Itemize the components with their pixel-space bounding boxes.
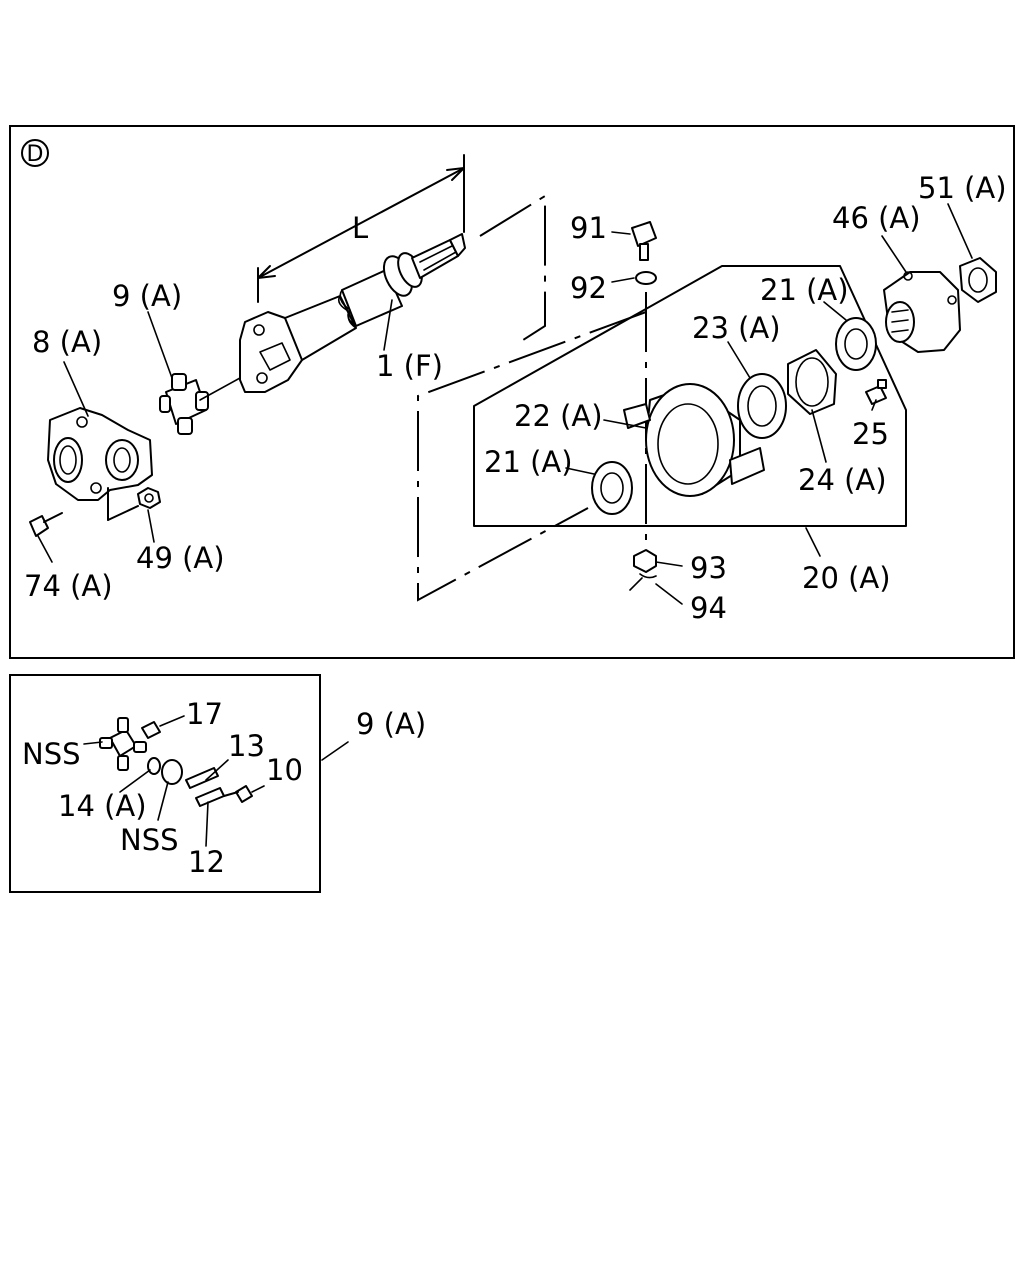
callout-22a: 22 (A): [514, 399, 603, 433]
flange-nut-51: [959, 257, 997, 303]
detail-panel-title: 9 (A): [356, 707, 426, 741]
callout-23a: 23 (A): [692, 311, 781, 345]
detail-callout-12: 12: [188, 845, 225, 879]
detail-callout-17: 17: [186, 697, 223, 731]
plate-12: [195, 787, 225, 807]
detail-callout-14a: 14 (A): [58, 789, 147, 823]
shaft-reference-bracket: [479, 194, 546, 343]
support-frame-outline: [417, 311, 647, 602]
bearing-23: [737, 373, 787, 439]
washer-92: [635, 271, 657, 285]
leader-lines: [37, 203, 973, 605]
dimension-l: L: [257, 154, 465, 303]
callout-46a: 46 (A): [832, 201, 921, 235]
callout-74a: 74 (A): [24, 569, 113, 603]
propeller-shaft: [239, 233, 466, 393]
bolt-10: [223, 785, 253, 803]
callout-20a: 20 (A): [802, 561, 891, 595]
nut-93: [633, 549, 657, 573]
callout-51a: 51 (A): [918, 171, 1007, 205]
bearing-21-top: [835, 317, 877, 371]
callout-93: 93: [690, 551, 727, 585]
bearing-21-left: [591, 461, 633, 515]
spider-assembly: [99, 717, 147, 771]
detail-callout-nss-1: NSS: [22, 737, 81, 771]
bolt-74: [29, 512, 63, 537]
bolt-91: [631, 221, 657, 261]
detail-callout-10: 10: [266, 753, 303, 787]
bearing-bracket: [623, 383, 765, 497]
flange-yoke: [47, 407, 153, 521]
callout-21a-top: 21 (A): [760, 273, 849, 307]
callout-25: 25: [852, 417, 889, 451]
cushion-24: [787, 349, 837, 415]
plate-13: [185, 767, 219, 789]
main-panel-frame: [9, 125, 1015, 659]
section-marker-letter: D: [27, 142, 44, 167]
callout-92: 92: [570, 271, 607, 305]
grease-fitting-17: [141, 721, 161, 739]
bearing-cup: [161, 759, 183, 785]
main-panel: D L: [9, 125, 1015, 659]
callout-1f: 1 (F): [376, 349, 443, 383]
detail-panel-frame: [9, 674, 321, 893]
detail-leader-lines: [83, 715, 349, 847]
companion-flange-46: [883, 271, 961, 353]
callout-94: 94: [690, 591, 727, 625]
grease-nipple-25: [865, 379, 887, 405]
center-bearing-group-outline: [473, 265, 907, 527]
detail-callout-13: 13: [228, 729, 265, 763]
callout-9a: 9 (A): [112, 279, 182, 313]
callout-49a: 49 (A): [136, 541, 225, 575]
section-marker: D: [21, 139, 49, 167]
seal-14: [147, 757, 161, 775]
detail-callout-nss-2: NSS: [120, 823, 179, 857]
cotter-pin-94: [629, 573, 657, 591]
universal-joint: [159, 373, 241, 435]
dimension-label: L: [352, 211, 368, 245]
callout-91: 91: [570, 211, 607, 245]
callout-21a-left: 21 (A): [484, 445, 573, 479]
detail-panel: NSS 17 13 10 14 (A) NSS 12: [9, 674, 349, 893]
callout-8a: 8 (A): [32, 325, 102, 359]
nut-49: [137, 487, 161, 509]
callout-24a: 24 (A): [798, 463, 887, 497]
